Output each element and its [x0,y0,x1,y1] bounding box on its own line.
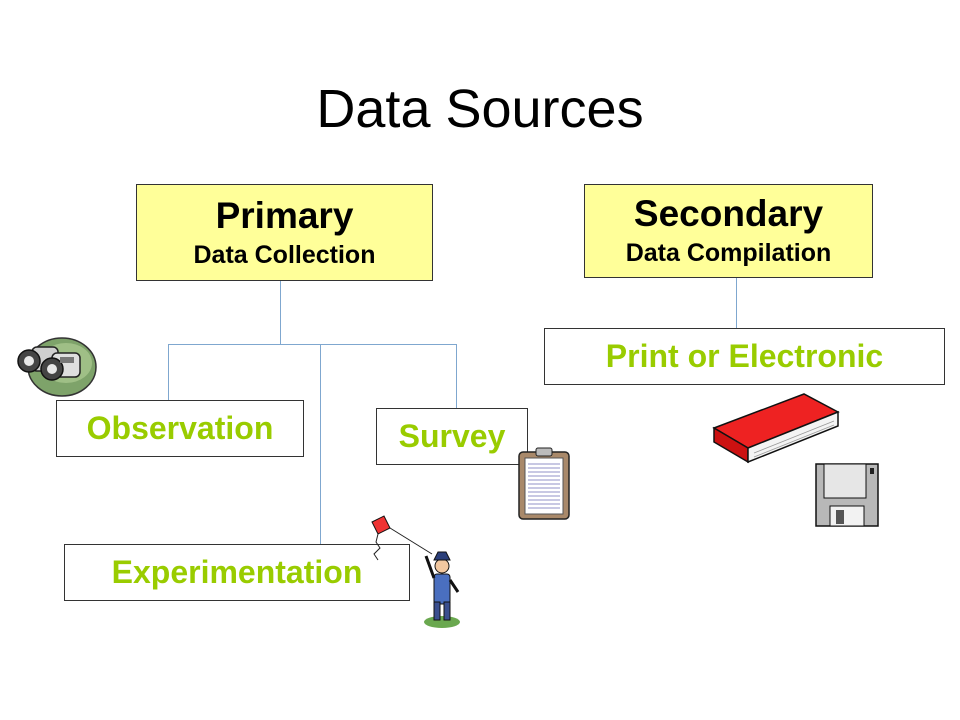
primary-box: Primary Data Collection [136,184,433,281]
print-electronic-box: Print or Electronic [544,328,945,385]
connector-line [168,344,169,401]
floppy-disk-icon [815,463,879,527]
secondary-title: Secondary [633,193,824,234]
observation-box: Observation [56,400,304,457]
connector-line [280,281,281,344]
connector-line [456,344,457,409]
experimentation-box: Experimentation [64,544,410,601]
clipboard-icon [518,447,570,520]
connector-line [168,344,457,345]
binoculars-icon [17,337,97,397]
secondary-box: Secondary Data Compilation [584,184,873,278]
primary-title: Primary [215,194,354,236]
book-icon [712,393,840,464]
connector-line [736,278,737,329]
secondary-subtitle: Data Compilation [625,239,832,267]
primary-subtitle: Data Collection [193,240,376,269]
kite-flyer-icon [371,515,460,628]
survey-box: Survey [376,408,528,465]
slide-title: Data Sources [316,79,644,139]
connector-line [320,344,321,545]
